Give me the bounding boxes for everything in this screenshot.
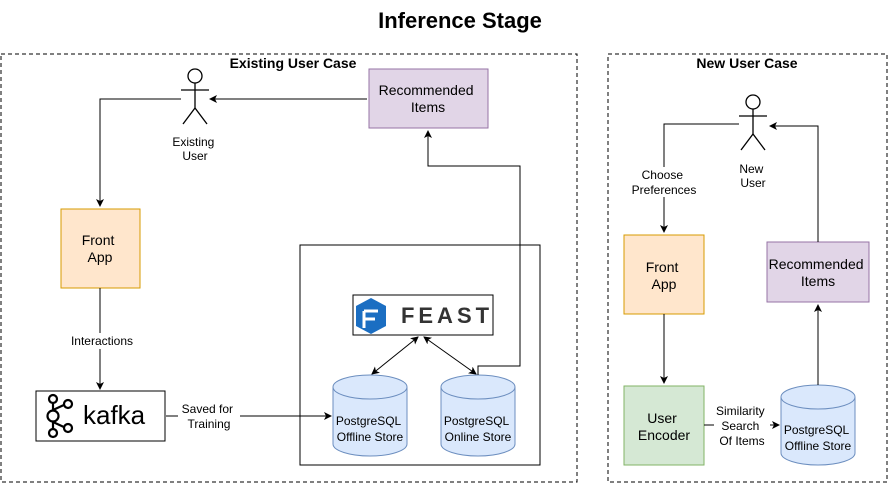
new-recommended-items-label: Recommended Items bbox=[769, 256, 868, 289]
online-to-recommended-arrow bbox=[424, 130, 521, 375]
existing-offline-store-label: PostgreSQL Offline Store bbox=[336, 414, 404, 444]
saved-for-training-label: Saved for Training bbox=[182, 402, 237, 431]
new-front-app-label: Front App bbox=[646, 259, 683, 292]
diagram-title: Inference Stage bbox=[378, 8, 542, 33]
existing-front-app-box bbox=[60, 208, 141, 289]
new-recommended-to-user-arrow bbox=[769, 122, 819, 242]
new-user-frame bbox=[607, 53, 888, 483]
existing-user-section-label: Existing User Case bbox=[230, 55, 357, 71]
user-encoder-box bbox=[623, 385, 705, 466]
existing-offline-store-cylinder bbox=[332, 374, 408, 457]
feature-store-frame bbox=[299, 244, 541, 466]
online-store-cylinder bbox=[440, 374, 516, 457]
choose-preferences-bg bbox=[626, 167, 702, 197]
similarity-search-bg bbox=[714, 403, 770, 449]
feast-online-bidirectional-arrow bbox=[423, 336, 477, 375]
existing-front-app-label: Front App bbox=[82, 232, 119, 265]
new-offline-store-cylinder bbox=[780, 384, 856, 466]
new-user-section-label: New User Case bbox=[696, 55, 797, 71]
similarity-search-label: Similarity Search Of Items bbox=[716, 404, 768, 448]
feast-offline-bidirectional-arrow bbox=[371, 336, 419, 375]
existing-recommended-items-box bbox=[368, 68, 489, 129]
user-to-front-arrow bbox=[96, 98, 181, 207]
kafka-logo-icon bbox=[46, 393, 74, 439]
existing-user-label: Existing User bbox=[172, 135, 217, 163]
interactions-label-bg bbox=[66, 333, 138, 349]
existing-user-frame bbox=[0, 53, 578, 483]
feast-wordmark: FEAST bbox=[401, 303, 493, 328]
choose-preferences-label: Choose Preferences bbox=[632, 168, 697, 197]
interactions-label: Interactions bbox=[71, 334, 133, 348]
new-offline-store-label: PostgreSQL Offline Store bbox=[784, 423, 852, 453]
existing-user-actor-icon bbox=[181, 68, 209, 125]
kafka-wordmark: kafka bbox=[83, 400, 146, 430]
feast-logo-icon bbox=[356, 298, 386, 334]
online-store-label: PostgreSQL Online Store bbox=[444, 414, 512, 444]
new-user-actor-icon bbox=[739, 94, 767, 151]
user-encoder-label: User Encoder bbox=[638, 410, 690, 443]
saved-for-training-bg bbox=[178, 402, 240, 432]
existing-recommended-items-label: Recommended Items bbox=[379, 82, 478, 115]
new-recommended-items-box bbox=[766, 241, 870, 303]
new-user-label: New User bbox=[739, 162, 766, 190]
